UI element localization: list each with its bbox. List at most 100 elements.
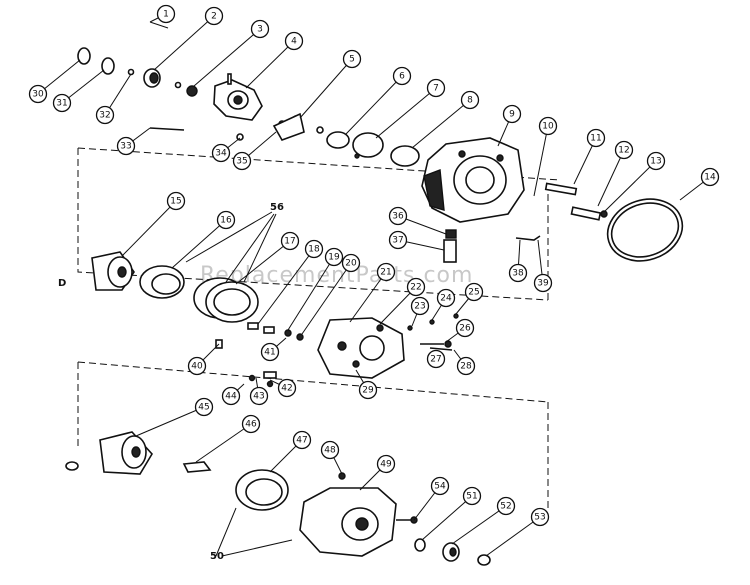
callout-label: 28	[460, 362, 472, 372]
callout-36: 36	[388, 206, 408, 226]
callout-label: 37	[392, 236, 403, 246]
callout-45: 45	[194, 397, 214, 417]
callout-23: 23	[410, 296, 430, 316]
callout-label: 6	[399, 72, 405, 82]
callout-label: 44	[225, 392, 237, 402]
cap-36	[445, 229, 457, 239]
key-33	[149, 127, 185, 131]
leader-13	[603, 160, 657, 213]
callout-26: 26	[455, 318, 475, 338]
callout-label: 1	[163, 10, 169, 20]
pin-32a	[127, 68, 135, 76]
callout-20: 20	[341, 253, 361, 273]
callout-46: 46	[241, 414, 261, 434]
callout-label: 47	[296, 436, 307, 446]
o-ring-6	[326, 131, 350, 149]
vane-18b	[263, 326, 275, 334]
vane-35	[272, 112, 305, 141]
callout-49: 49	[376, 454, 396, 474]
callout-52: 52	[496, 496, 516, 516]
callout-22: 22	[406, 277, 426, 297]
callout-2: 2	[204, 6, 224, 26]
callout-label: 39	[537, 279, 549, 289]
callout-10: 10	[538, 116, 558, 136]
callout-label: 51	[466, 492, 477, 502]
leader-53	[485, 516, 541, 557]
callout-label: 40	[191, 362, 203, 372]
callout-53: 53	[530, 507, 550, 527]
callout-29: 29	[358, 380, 378, 400]
housing-9	[421, 137, 525, 223]
leader-16	[171, 219, 227, 269]
arrows-56	[185, 211, 277, 283]
washer-30	[77, 47, 91, 65]
end-cover-49	[299, 472, 397, 557]
pin-11	[544, 182, 578, 196]
callout-16: 16	[216, 210, 236, 230]
callout-label: 18	[308, 245, 320, 255]
callout-label: 3	[257, 25, 263, 35]
leader-18	[257, 248, 315, 325]
callout-17: 17	[280, 231, 300, 251]
callout-31: 31	[52, 93, 72, 113]
callout-label: 5	[349, 55, 355, 65]
callout-label: 53	[534, 513, 545, 523]
callout-label: 35	[236, 157, 247, 167]
leader-52	[451, 505, 507, 545]
callout-label: 7	[433, 84, 439, 94]
bearing-51	[414, 538, 426, 552]
leader-3	[193, 28, 261, 87]
leader-12	[597, 149, 625, 207]
arrows-50	[215, 507, 293, 557]
svg-text:D: D	[58, 278, 66, 289]
callout-label: 23	[414, 302, 425, 312]
callout-label: 17	[284, 237, 295, 247]
callout-label: 32	[99, 111, 110, 121]
ball-5c	[316, 126, 324, 134]
callout-51: 51	[462, 486, 482, 506]
callout-40: 40	[187, 356, 207, 376]
callout-18: 18	[304, 239, 324, 259]
bearing-45	[99, 431, 153, 475]
callout-39: 39	[533, 273, 553, 293]
callout-label: 21	[380, 268, 391, 278]
callout-label: 11	[590, 134, 601, 144]
leader-17	[235, 240, 291, 285]
callout-label: 46	[245, 420, 257, 430]
end-plate-22	[317, 317, 405, 379]
pin-32b	[174, 81, 182, 89]
callout-label: 54	[434, 482, 446, 492]
callout-label: 48	[324, 446, 336, 456]
plate-7	[352, 132, 384, 158]
callout-label: 27	[430, 355, 441, 365]
washer-bottom	[65, 461, 79, 471]
callout-label: 15	[170, 197, 181, 207]
callout-label: 2	[211, 12, 217, 22]
leader-5	[299, 58, 353, 119]
callout-14: 14	[700, 167, 720, 187]
assembly-label-56: 56	[270, 202, 284, 213]
callout-15: 15	[166, 191, 186, 211]
callout-11: 11	[586, 128, 606, 148]
callout-7: 7	[426, 78, 446, 98]
callout-44: 44	[221, 386, 241, 406]
callout-label: 19	[328, 253, 340, 263]
leader-46	[195, 423, 252, 463]
callout-28: 28	[456, 356, 476, 376]
callout-label: 10	[542, 122, 554, 132]
bearing-15	[91, 251, 135, 291]
callout-label: 31	[56, 99, 67, 109]
assembly-label-50: 50	[210, 551, 224, 562]
piston-46	[182, 461, 212, 473]
callout-6: 6	[392, 66, 412, 86]
leader-51	[421, 495, 473, 541]
callout-label: 30	[32, 90, 44, 100]
top-assembly	[77, 21, 684, 263]
leader-10	[533, 125, 549, 197]
spring-20	[296, 333, 304, 341]
callout-label: 45	[198, 403, 209, 413]
leader-20	[301, 262, 352, 335]
callout-9: 9	[502, 104, 522, 124]
callout-label: 24	[440, 294, 452, 304]
